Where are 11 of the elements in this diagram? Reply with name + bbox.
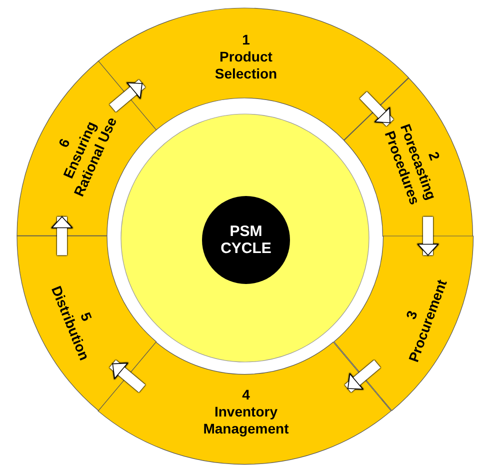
- block-arrow: [109, 360, 146, 392]
- step-number: 1: [242, 32, 250, 48]
- block-arrow: [360, 92, 394, 126]
- block-arrow: [109, 80, 146, 112]
- block-arrow: [52, 216, 72, 256]
- block-arrow: [418, 216, 438, 256]
- step-label: Inventory Management: [202, 403, 290, 438]
- step-label: Product Selection: [214, 48, 278, 82]
- cycle-title: PSM CYCLE: [220, 223, 272, 257]
- step-number: 4: [242, 386, 250, 404]
- block-arrow: [344, 360, 381, 392]
